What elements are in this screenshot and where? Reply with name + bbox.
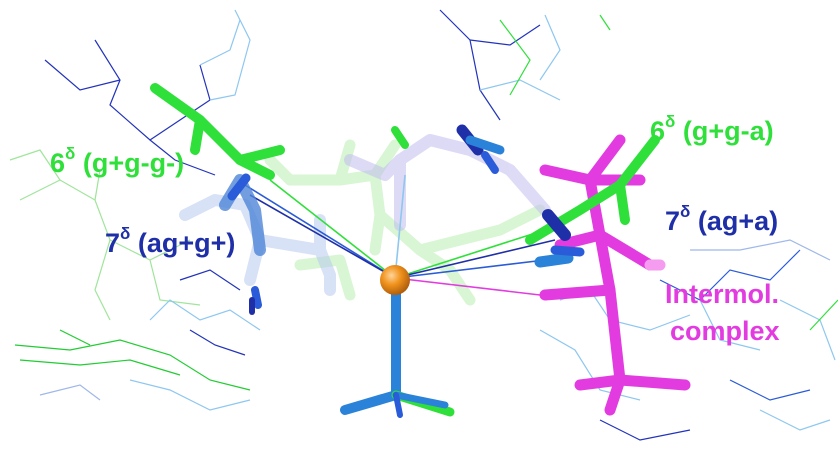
label-left-blue: 7δ (ag+g+) [105, 224, 235, 258]
metal-ion-sphere [380, 265, 410, 295]
coordination-bonds [244, 174, 556, 296]
ligand-top-center [391, 124, 505, 174]
label-right-blue: 7δ (ag+a) [665, 202, 778, 236]
ligand-left-blue [219, 173, 266, 315]
labels: 6δ (g+g-g-) 7δ (ag+g+) 6δ (g+g-a) 7δ (ag… [50, 112, 780, 346]
label-right-green: 6δ (g+g-a) [650, 112, 774, 146]
ligand-left-green [150, 83, 285, 180]
label-complex-line2: complex [670, 316, 780, 346]
metal-center [380, 265, 410, 295]
label-left-green: 6δ (g+g-g-) [50, 144, 184, 178]
axial-ligand [340, 280, 455, 418]
ligand-right-magenta [539, 134, 691, 416]
wireframe-left [9, 9, 261, 411]
ligand-right-blue [534, 209, 585, 268]
label-complex-line1: Intermol. [665, 279, 779, 309]
